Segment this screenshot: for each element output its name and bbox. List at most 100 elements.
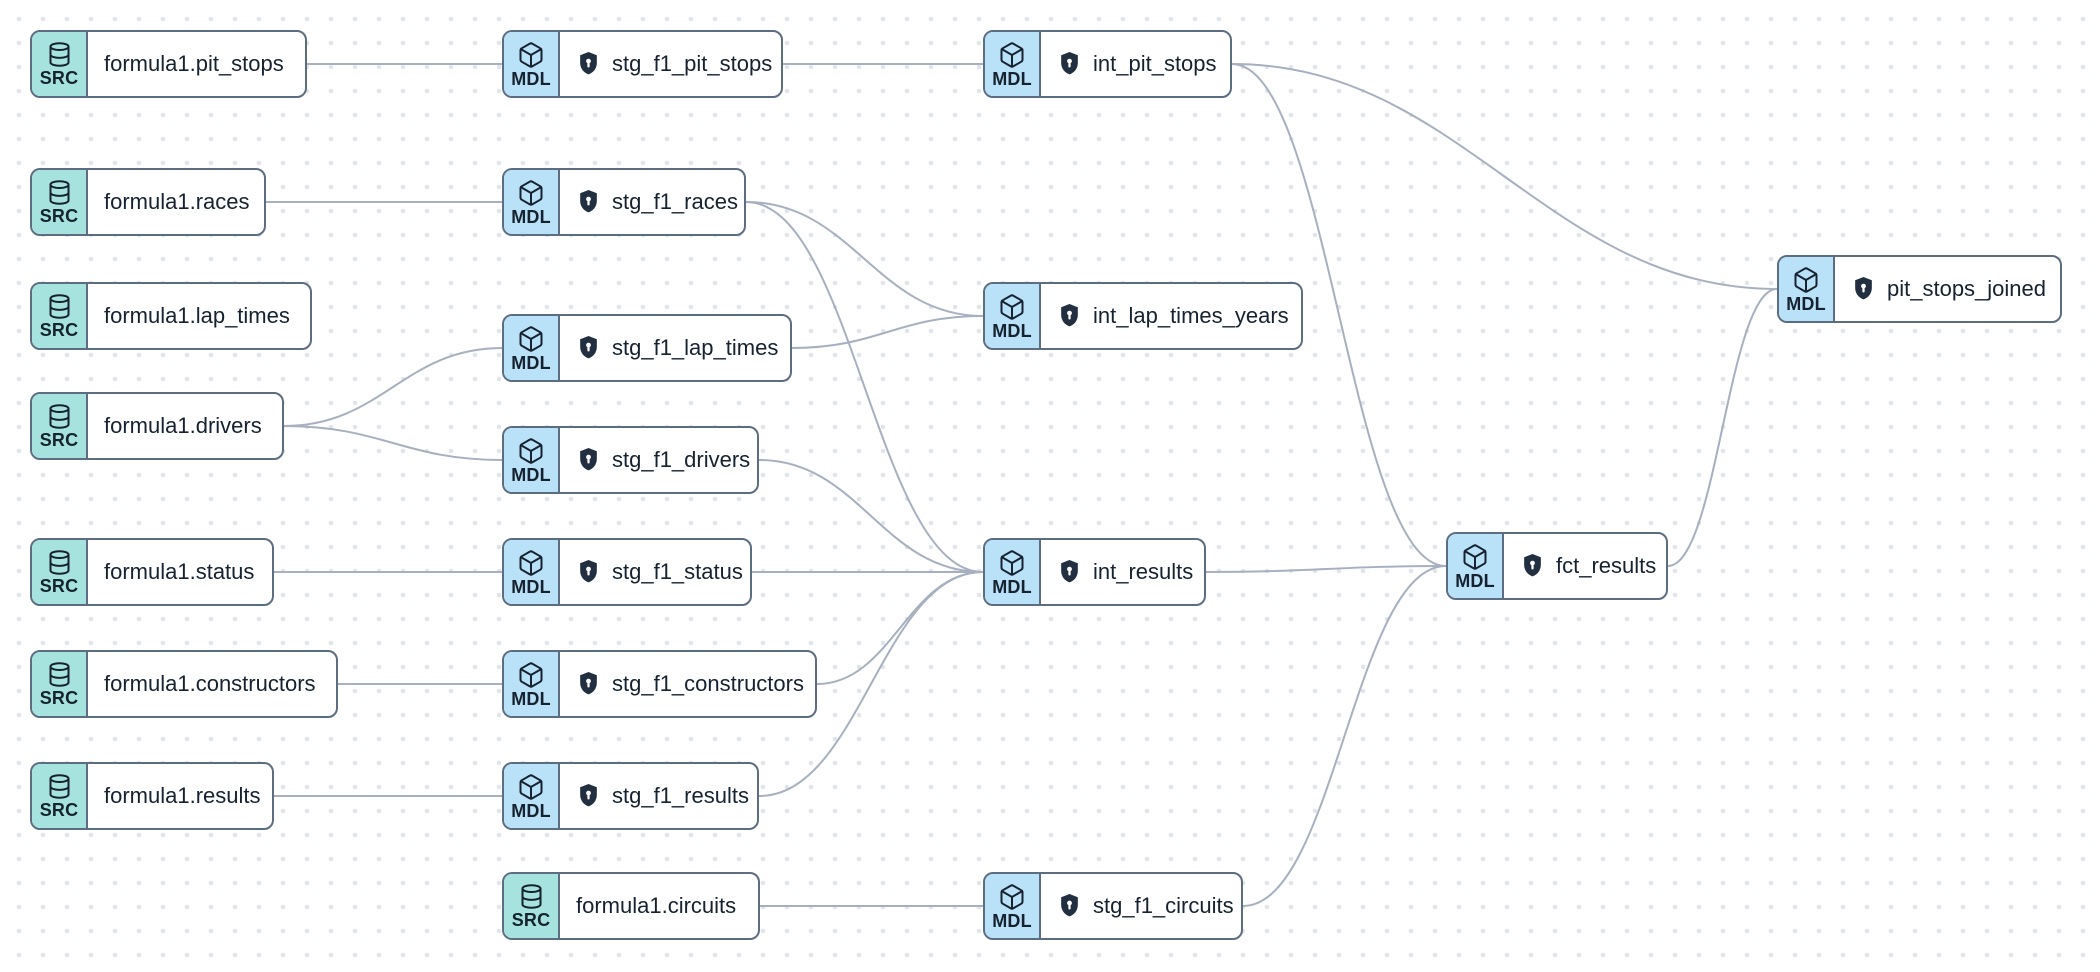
node-body: stg_f1_pit_stops [560,32,781,96]
node-stg-f1-races[interactable]: MDL stg_f1_races [502,168,746,236]
edge-fct-results--pit-stops-joined [1667,288,1778,567]
node-type-badge: MDL [504,652,560,716]
node-pit-stops-joined[interactable]: MDL pit_stops_joined [1777,255,2062,323]
node-type-label: MDL [511,352,551,373]
node-type-label: MDL [1786,293,1826,314]
node-formula1-status[interactable]: SRC formula1.status [30,538,274,606]
node-name-label: formula1.races [104,189,250,214]
shield-icon [1520,552,1545,580]
box-icon [517,437,545,465]
node-type-badge: MDL [504,32,560,96]
node-type-label: SRC [39,206,79,226]
shield-icon [1851,275,1876,303]
node-type-label: MDL [511,206,551,227]
node-type-badge: MDL [504,540,560,604]
node-stg-f1-circuits[interactable]: MDL stg_f1_circuits [983,872,1243,940]
node-type-label: SRC [39,430,79,450]
node-name-label: int_results [1093,559,1194,584]
node-int-lap-times-years[interactable]: MDL int_lap_times_years [983,282,1303,350]
shield-icon [1057,50,1082,78]
box-icon [998,549,1026,577]
node-type-badge: SRC [32,652,88,716]
box-icon [998,293,1026,321]
database-icon [46,179,73,206]
node-type-label: MDL [992,910,1032,931]
database-icon [46,661,73,688]
edge-stg-f1-races--int-lap-times-years [745,201,984,317]
node-type-badge: MDL [504,764,560,828]
box-icon [1461,543,1489,571]
node-body: stg_f1_status [560,540,750,604]
node-type-label: MDL [511,576,551,597]
node-stg-f1-drivers[interactable]: MDL stg_f1_drivers [502,426,759,494]
shield-icon [576,50,601,78]
node-body: formula1.races [88,170,264,234]
node-stg-f1-results[interactable]: MDL stg_f1_results [502,762,759,830]
node-type-label: MDL [992,68,1032,89]
node-body: stg_f1_constructors [560,652,815,716]
node-body: int_results [1041,540,1204,604]
box-icon [517,179,545,207]
node-type-badge: SRC [32,540,88,604]
node-name-label: formula1.constructors [104,671,316,696]
box-icon [517,549,545,577]
node-name-label: stg_f1_lap_times [612,335,779,360]
node-stg-f1-status[interactable]: MDL stg_f1_status [502,538,752,606]
node-int-pit-stops[interactable]: MDL int_pit_stops [983,30,1232,98]
node-name-label: pit_stops_joined [1887,276,2047,301]
shield-icon [1057,892,1082,920]
node-stg-f1-pit-stops[interactable]: MDL stg_f1_pit_stops [502,30,783,98]
node-body: formula1.results [88,764,272,828]
node-name-label: stg_f1_circuits [1093,893,1234,918]
node-type-badge: MDL [1448,534,1504,598]
node-type-badge: MDL [1779,257,1835,321]
node-formula1-races[interactable]: SRC formula1.races [30,168,266,236]
node-type-badge: MDL [985,284,1041,348]
node-formula1-results[interactable]: SRC formula1.results [30,762,274,830]
node-type-label: MDL [1455,570,1495,591]
shield-icon [576,670,601,698]
shield-icon [1057,302,1082,330]
node-body: int_pit_stops [1041,32,1230,96]
node-name-label: formula1.drivers [104,413,262,438]
shield-icon [576,782,601,810]
box-icon [517,773,545,801]
node-formula1-circuits[interactable]: SRC formula1.circuits [502,872,760,940]
node-body: formula1.pit_stops [88,32,305,96]
node-type-label: SRC [39,320,79,340]
node-body: stg_f1_circuits [1041,874,1241,938]
edge-stg-f1-constructors--int-results [816,571,984,685]
node-name-label: int_pit_stops [1093,51,1217,76]
node-type-badge: MDL [504,428,560,492]
node-formula1-lap-times[interactable]: SRC formula1.lap_times [30,282,312,350]
node-fct-results[interactable]: MDL fct_results [1446,532,1668,600]
node-formula1-drivers[interactable]: SRC formula1.drivers [30,392,284,460]
node-stg-f1-constructors[interactable]: MDL stg_f1_constructors [502,650,817,718]
node-type-badge: MDL [985,32,1041,96]
node-body: formula1.circuits [560,874,758,938]
node-type-label: MDL [511,68,551,89]
node-stg-f1-lap-times[interactable]: MDL stg_f1_lap_times [502,314,792,382]
node-formula1-constructors[interactable]: SRC formula1.constructors [30,650,338,718]
shield-icon [576,446,601,474]
node-type-label: MDL [511,688,551,709]
edge-stg-f1-lap-times--int-lap-times-years [791,315,984,349]
node-type-label: SRC [39,800,79,820]
edge-formula1-drivers--stg-f1-lap-times [283,347,503,427]
shield-icon [1057,558,1082,586]
node-name-label: stg_f1_races [612,189,738,214]
node-type-label: MDL [511,464,551,485]
edge-stg-f1-races--int-results [745,201,984,573]
database-icon [518,883,545,910]
node-type-label: SRC [511,910,551,930]
node-name-label: formula1.status [104,559,255,584]
database-icon [46,403,73,430]
node-int-results[interactable]: MDL int_results [983,538,1206,606]
node-body: formula1.drivers [88,394,282,458]
node-formula1-pit-stops[interactable]: SRC formula1.pit_stops [30,30,307,98]
node-type-label: SRC [39,688,79,708]
node-body: stg_f1_drivers [560,428,757,492]
node-name-label: stg_f1_pit_stops [612,51,773,76]
node-body: formula1.constructors [88,652,336,716]
